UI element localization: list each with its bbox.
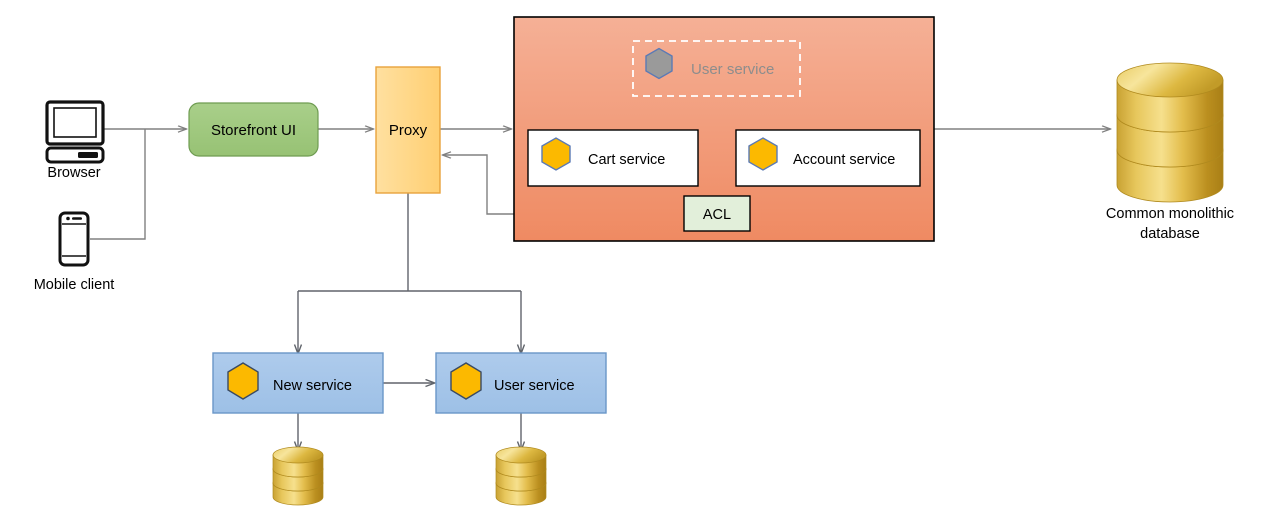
storefront-ui-node[interactable]: Storefront UI [188, 102, 319, 157]
user-service-database [495, 446, 547, 506]
hexagon-icon-account-service [748, 137, 778, 171]
common-monolithic-database [1116, 62, 1224, 203]
common-database-label-line2: database [1140, 226, 1200, 242]
ghost-user-service-label: User service [691, 61, 774, 78]
common-database-label-line1: Common monolithic [1106, 206, 1234, 222]
storefront-ui-label: Storefront UI [211, 122, 296, 139]
cart-service-label: Cart service [588, 152, 665, 168]
acl-label: ACL [703, 207, 731, 223]
new-service-label: New service [273, 378, 352, 394]
connector-proxy-to-new-services [298, 193, 521, 353]
acl-node[interactable]: ACL [683, 195, 751, 232]
desktop-computer-icon [45, 100, 105, 164]
user-service-label: User service [494, 378, 575, 394]
account-service-label: Account service [793, 152, 895, 168]
hexagon-icon-cart-service [541, 137, 571, 171]
new-service-database [272, 446, 324, 506]
hexagon-icon-new-service [227, 362, 259, 400]
user-service-node[interactable]: User service [435, 352, 607, 414]
mobile-phone-icon [58, 211, 90, 267]
mobile-client-label: Mobile client [34, 277, 115, 293]
browser-label: Browser [47, 165, 100, 181]
proxy-label: Proxy [389, 122, 428, 139]
ghost-user-service-node: User service [632, 40, 801, 97]
account-service-node[interactable]: Account service [735, 129, 921, 187]
connector-mobile-to-storefront [90, 129, 146, 240]
hexagon-icon-ghost-user-service [645, 47, 673, 80]
new-service-node[interactable]: New service [212, 352, 384, 414]
hexagon-icon-user-service [450, 362, 482, 400]
proxy-node[interactable]: Proxy [375, 66, 441, 194]
cart-service-node[interactable]: Cart service [527, 129, 699, 187]
